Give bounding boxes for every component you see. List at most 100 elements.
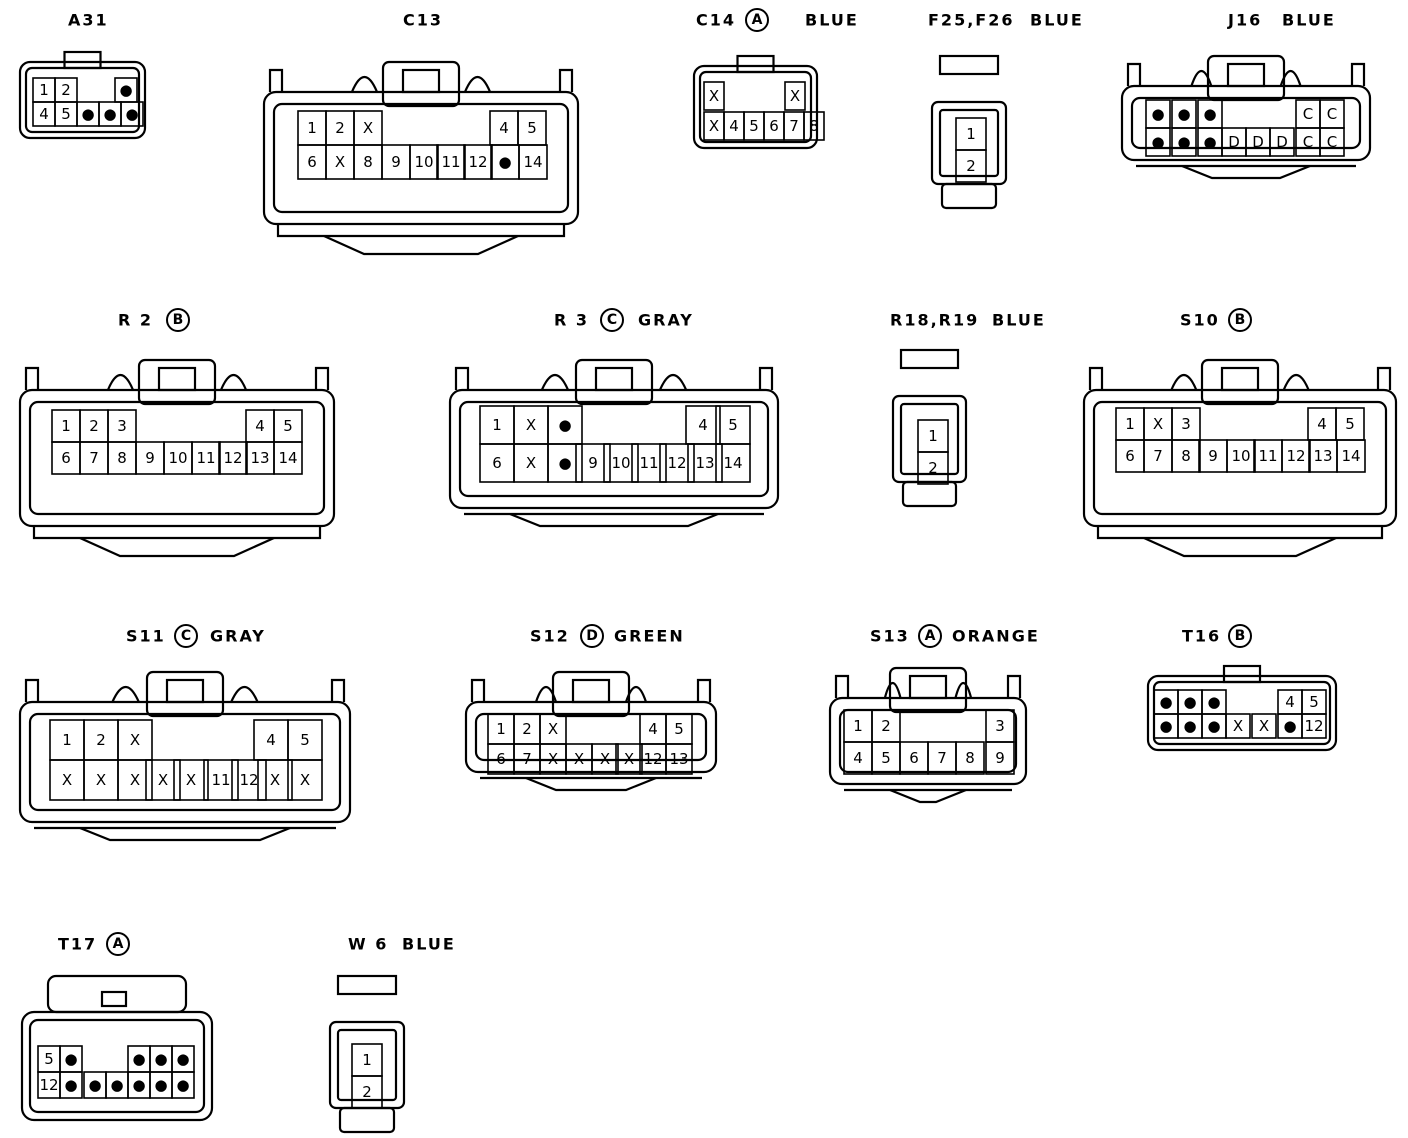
- pin-label: 1: [362, 1051, 372, 1069]
- pin-label: X: [96, 771, 106, 789]
- pin-label: 2: [522, 720, 532, 738]
- pin-label: ●: [558, 416, 571, 434]
- pin-label: ●: [81, 105, 94, 123]
- pin-label: 1: [966, 125, 976, 143]
- pin-label: 13: [1313, 447, 1332, 465]
- pin-label: X: [62, 771, 72, 789]
- pin-cavity: [231, 759, 267, 801]
- pin-label: 8: [117, 449, 127, 467]
- pin-cavity: [120, 101, 144, 127]
- pin-cavity: [173, 759, 209, 801]
- variant-badge: B: [173, 312, 184, 328]
- connector-color: GRAY: [638, 311, 694, 330]
- pin-label: 6: [1125, 447, 1135, 465]
- connector-color: ORANGE: [952, 627, 1040, 646]
- pin-label: 1: [307, 119, 317, 137]
- pin-cavity: [603, 443, 639, 483]
- pin-label: 12: [667, 454, 686, 472]
- pin-cavity: [1145, 127, 1171, 157]
- pin-label: X: [270, 771, 280, 789]
- pin-cavity: [203, 759, 239, 801]
- pin-label: 2: [96, 731, 106, 749]
- pin-cavity: [171, 1071, 195, 1099]
- pin-label: ●: [176, 1076, 189, 1094]
- pin-label: ●: [132, 1050, 145, 1068]
- pin-label: 7: [789, 117, 799, 135]
- pin-label: ●: [1207, 717, 1220, 735]
- pin-cavity: [273, 441, 303, 475]
- pin-cavity: [687, 443, 723, 483]
- pin-label: ●: [132, 1076, 145, 1094]
- pin-cavity: [715, 443, 751, 483]
- pin-label: 3: [995, 717, 1005, 735]
- connector-label: W 6: [348, 935, 388, 954]
- connector-label: S10: [1180, 311, 1220, 330]
- variant-badge: A: [113, 936, 124, 952]
- pin-cavity: [591, 743, 619, 775]
- pin-label: 12: [643, 750, 662, 768]
- pin-label: X: [363, 119, 373, 137]
- pin-label: 5: [749, 117, 759, 135]
- variant-badge-circle: [745, 8, 769, 32]
- pin-label: X: [548, 750, 558, 768]
- pin-label: 12: [39, 1076, 58, 1094]
- pin-cavity: [547, 443, 583, 483]
- pin-label: 1: [496, 720, 506, 738]
- pin-label: ●: [1183, 717, 1196, 735]
- pin-label: 2: [89, 417, 99, 435]
- pin-label: 6: [61, 449, 71, 467]
- pin-label: 12: [223, 449, 242, 467]
- pin-cavity: [1225, 713, 1251, 739]
- pin-cavity: [985, 741, 1015, 775]
- pin-label: 1: [61, 417, 71, 435]
- pin-label: 9: [391, 153, 401, 171]
- pin-label: ●: [64, 1050, 77, 1068]
- pin-label: X: [335, 153, 345, 171]
- connector-color: GRAY: [210, 627, 266, 646]
- pin-label: C: [1327, 105, 1337, 123]
- pin-label: ●: [176, 1050, 189, 1068]
- pin-label: X: [790, 87, 800, 105]
- variant-badge-circle: [1228, 308, 1252, 332]
- pin-label: X: [130, 731, 140, 749]
- variant-badge-circle: [918, 624, 942, 648]
- pin-label: 1: [492, 416, 502, 434]
- connector-label: T17: [58, 935, 97, 954]
- pin-label: 6: [909, 749, 919, 767]
- pin-label: ●: [154, 1076, 167, 1094]
- connector-color: GREEN: [614, 627, 685, 646]
- pin-label: ●: [88, 1076, 101, 1094]
- pin-cavity: [784, 81, 806, 111]
- pin-cavity: [218, 441, 248, 475]
- connector-label: S11: [126, 627, 166, 646]
- pin-cavity: [1251, 713, 1277, 739]
- pin-label: 6: [496, 750, 506, 768]
- connector-label: A31: [68, 11, 109, 30]
- pin-label: X: [1233, 717, 1243, 735]
- pin-label: 12: [239, 771, 258, 789]
- connector-color: BLUE: [992, 311, 1046, 330]
- variant-badge-circle: [600, 308, 624, 332]
- pin-label: 14: [1341, 447, 1360, 465]
- pin-label: 1: [62, 731, 72, 749]
- pin-label: 1: [39, 81, 49, 99]
- pin-cavity: [1269, 127, 1295, 157]
- pin-cavity: [518, 144, 548, 180]
- variant-badge: D: [586, 628, 598, 644]
- pin-label: D: [1276, 133, 1288, 151]
- pin-label: 8: [1181, 447, 1191, 465]
- pin-cavity: [1281, 439, 1311, 473]
- pin-label: 8: [809, 117, 819, 135]
- variant-badge: B: [1235, 628, 1246, 644]
- pin-label: ●: [1177, 133, 1190, 151]
- pin-cavity: [1226, 439, 1256, 473]
- pin-label: ●: [119, 81, 132, 99]
- pin-cavity: [803, 111, 825, 141]
- variant-badge: B: [1235, 312, 1246, 328]
- pin-label: 4: [266, 731, 276, 749]
- pin-label: X: [548, 720, 558, 738]
- pin-label: X: [186, 771, 196, 789]
